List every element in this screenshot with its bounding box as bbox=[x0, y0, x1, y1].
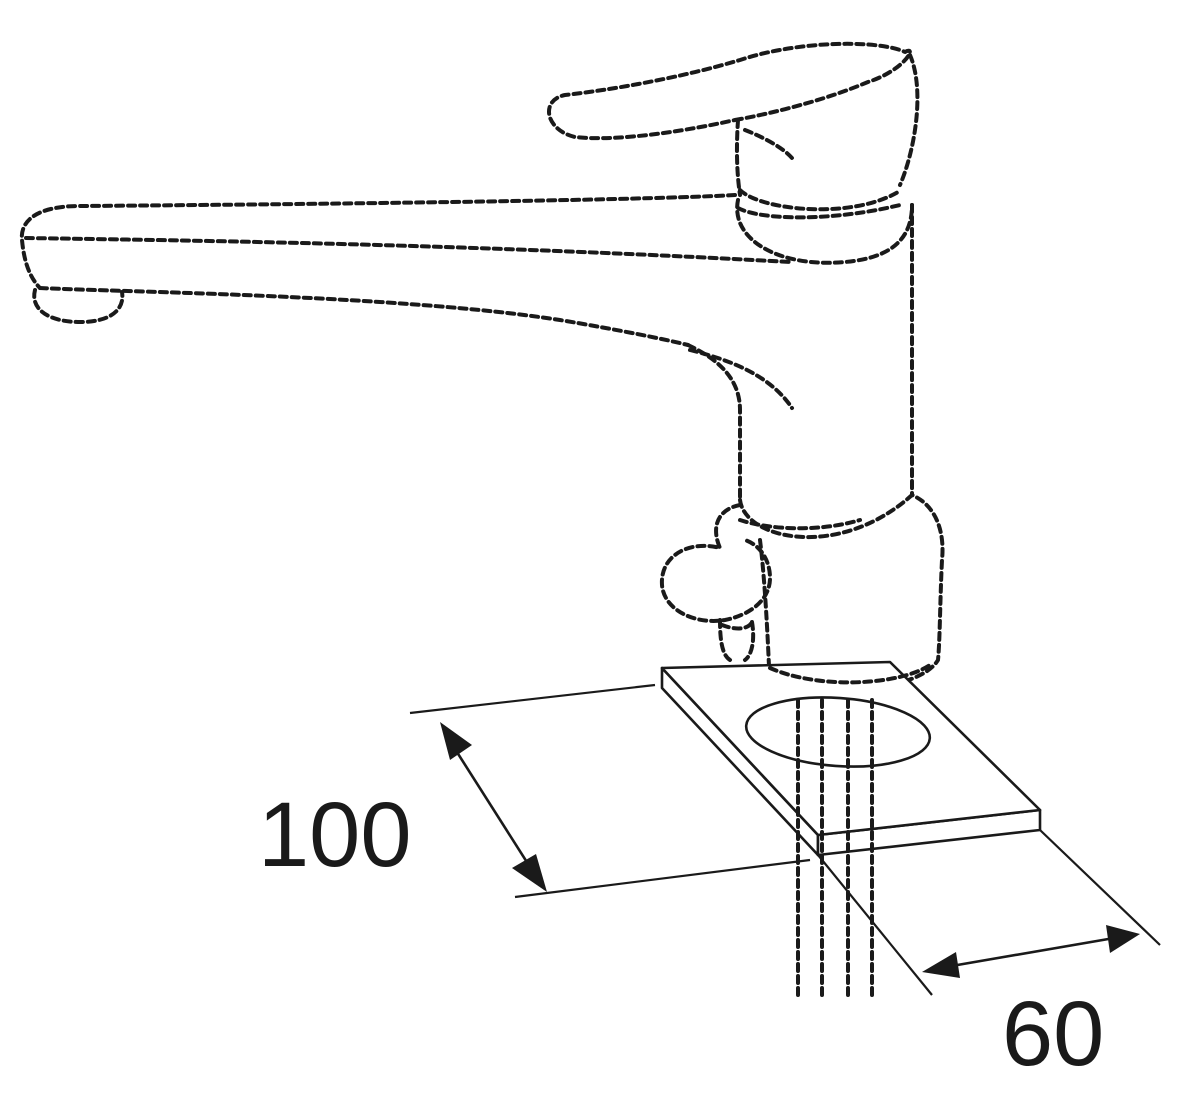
dimension-100: 100 bbox=[258, 683, 811, 899]
extension-line-left bbox=[817, 854, 933, 996]
faucet-outline bbox=[19, 41, 945, 692]
extension-line-right bbox=[1039, 829, 1161, 946]
spout bbox=[19, 193, 737, 290]
mounting-plate bbox=[660, 660, 1042, 857]
extension-line-bottom bbox=[514, 858, 811, 899]
extension-line-top bbox=[409, 683, 656, 715]
dimension-60: 60 bbox=[817, 829, 1161, 1085]
cartridge-neck bbox=[734, 118, 742, 197]
arrowhead-bottom bbox=[512, 854, 547, 892]
side-knob bbox=[659, 503, 772, 623]
arrowhead-left bbox=[922, 952, 960, 978]
plate-hole bbox=[744, 696, 932, 768]
dimension-label-100: 100 bbox=[258, 784, 412, 886]
dimension-line-60 bbox=[939, 935, 1121, 970]
spout-aerator bbox=[32, 288, 125, 324]
dimension-label-60: 60 bbox=[1002, 983, 1104, 1085]
supply-pipes bbox=[796, 698, 874, 1002]
arrowhead-right bbox=[1106, 925, 1140, 953]
dimension-line-100 bbox=[446, 737, 539, 879]
plate-top-face bbox=[660, 660, 1042, 837]
arrowhead-top bbox=[440, 722, 472, 760]
lever-handle bbox=[547, 41, 912, 141]
